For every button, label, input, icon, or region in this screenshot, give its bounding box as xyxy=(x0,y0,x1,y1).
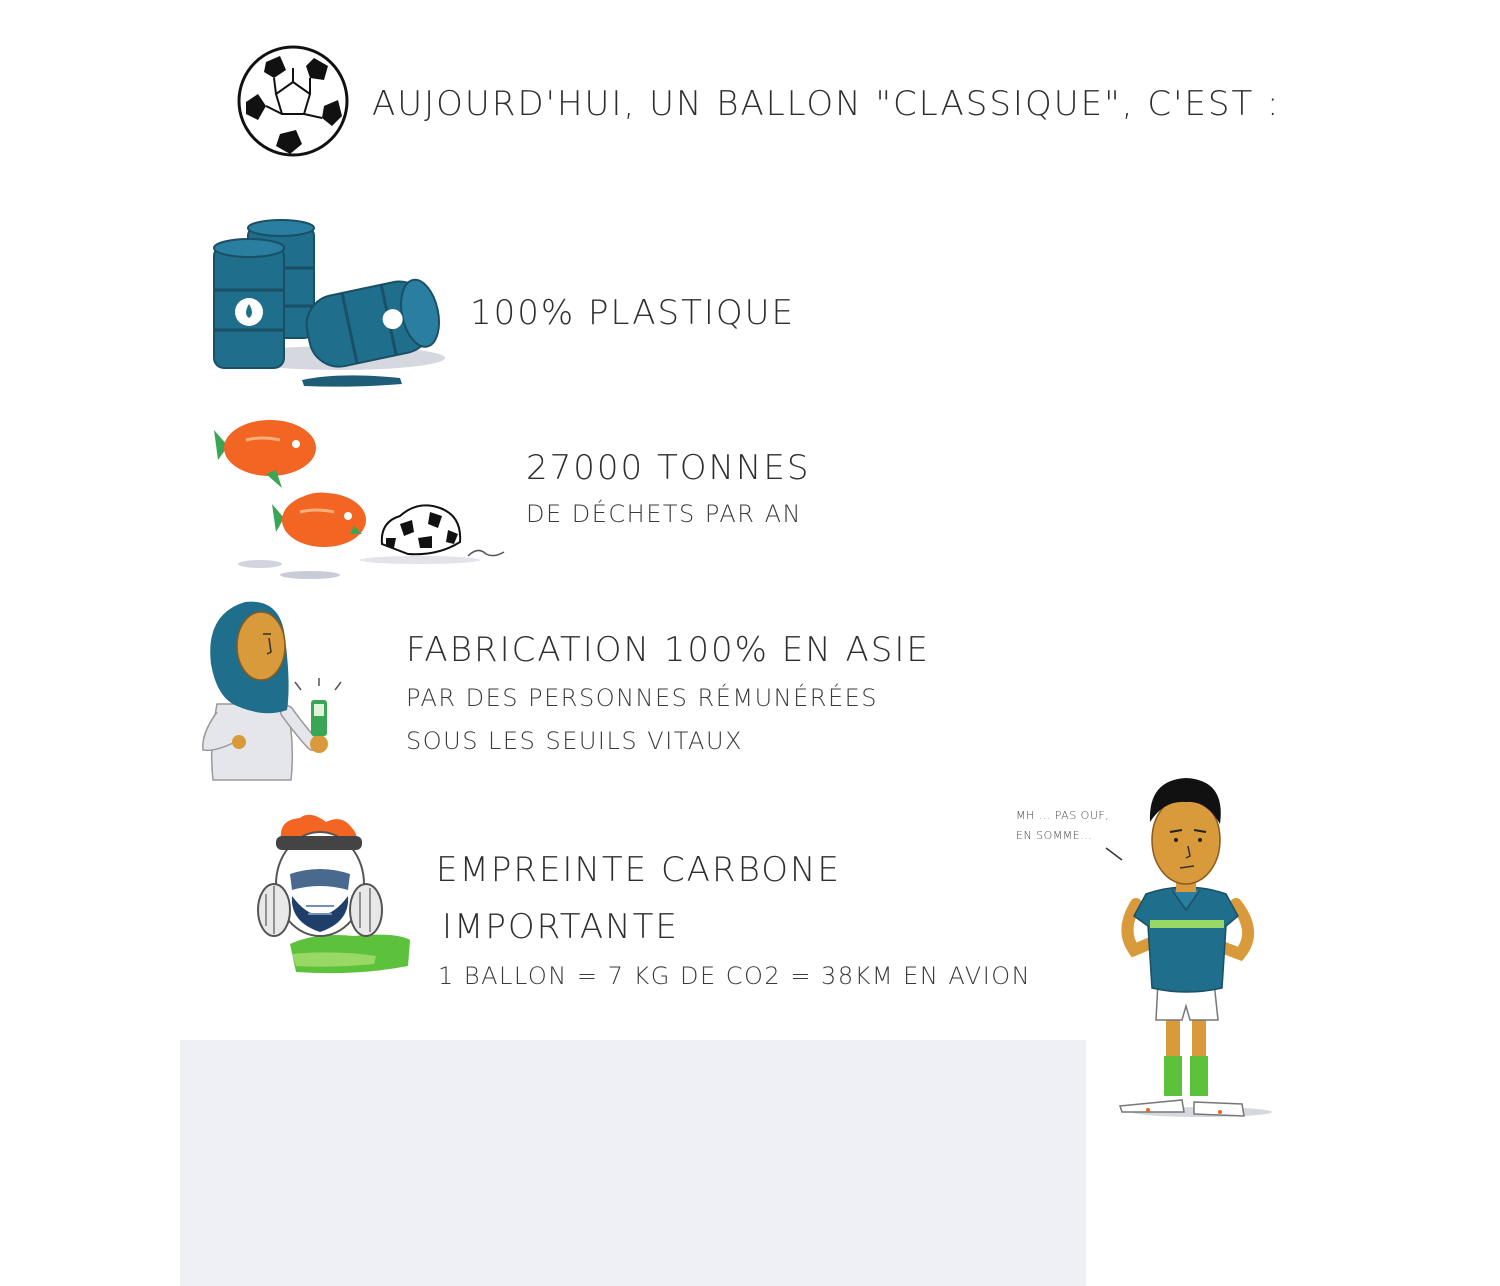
worker-woman-icon xyxy=(195,594,345,784)
fact-plastique-headline: 100% PLASTIQUE xyxy=(470,293,796,333)
gas-mask-icon xyxy=(256,814,412,978)
fact-carbone-line: 1 BALLON = 7 KG DE CO2 = 38KM EN AVION xyxy=(438,962,1032,990)
page-title: AUJOURD'HUI, UN BALLON "CLASSIQUE", C'ES… xyxy=(372,84,1281,124)
speech-line-1: MH ... PAS OUF, xyxy=(1016,809,1110,822)
soccer-ball-icon xyxy=(236,44,350,158)
fish-waste-icon xyxy=(210,418,510,586)
fact-dechets-line: DE DÉCHETS PAR AN xyxy=(526,500,802,528)
speech-pointer xyxy=(1104,846,1124,862)
speech-line-2: EN SOMME... xyxy=(1016,829,1093,842)
fact-carbone-headline-2: IMPORTANTE xyxy=(442,907,679,947)
empty-panel xyxy=(180,1040,1086,1286)
fact-fabrication-line-1: PAR DES PERSONNES RÉMUNÉRÉES xyxy=(406,684,879,712)
fact-dechets-headline: 27000 TONNES xyxy=(526,448,811,488)
footballer-icon xyxy=(1110,770,1275,1122)
fact-fabrication-headline: FABRICATION 100% EN ASIE xyxy=(406,630,930,670)
fact-carbone-headline-1: EMPREINTE CARBONE xyxy=(436,850,841,890)
oil-barrels-icon xyxy=(210,218,450,393)
fact-fabrication-line-2: SOUS LES SEUILS VITAUX xyxy=(406,727,743,755)
